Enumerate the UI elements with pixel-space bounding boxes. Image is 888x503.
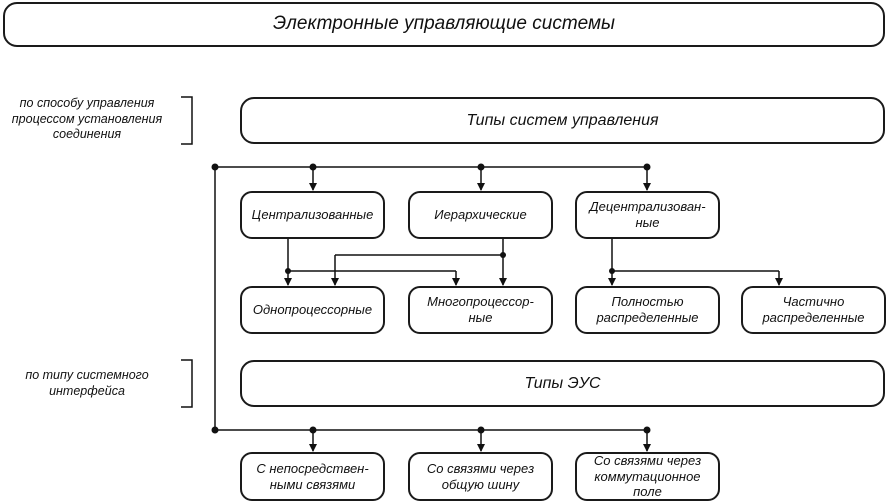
section-eus-types-label: Типы ЭУС	[524, 374, 601, 392]
node-partially-distributed-label: Частично распределенные	[762, 294, 865, 325]
node-fully-distributed-label: Полностью распределенные	[596, 294, 699, 325]
node-single-processor: Однопроцессорные	[240, 286, 385, 334]
node-common-bus: Со связями через общую шину	[408, 452, 553, 501]
node-switching-field: Со связями через коммутационное поле	[575, 452, 720, 501]
title-text: Электронные управляющие системы	[273, 13, 615, 35]
node-multi-processor: Многопроцессор- ные	[408, 286, 553, 334]
node-hierarchical-label: Иерархические	[434, 207, 527, 223]
bracket-control-method	[181, 96, 193, 145]
title-box: Электронные управляющие системы	[3, 2, 885, 47]
node-centralized: Централизованные	[240, 191, 385, 239]
node-direct-links-label: С непосредствен- ными связями	[256, 460, 369, 492]
section-control-types-label: Типы систем управления	[466, 111, 659, 129]
node-single-processor-label: Однопроцессорные	[252, 302, 373, 318]
node-decentralized-label: Децентрализован- ные	[589, 199, 706, 230]
node-common-bus-label: Со связями через общую шину	[426, 460, 535, 492]
node-partially-distributed: Частично распределенные	[741, 286, 886, 334]
side-label-control-method: по способу управления процессом установл…	[11, 96, 163, 142]
bracket-interface-type	[181, 359, 193, 408]
node-fully-distributed: Полностью распределенные	[575, 286, 720, 334]
section-eus-types: Типы ЭУС	[240, 360, 885, 407]
node-multi-processor-label: Многопроцессор- ные	[427, 294, 534, 325]
node-switching-field-label: Со связями через коммутационное поле	[593, 453, 702, 500]
node-hierarchical: Иерархические	[408, 191, 553, 239]
node-direct-links: С непосредствен- ными связями	[240, 452, 385, 501]
node-decentralized: Децентрализован- ные	[575, 191, 720, 239]
node-centralized-label: Централизованные	[251, 207, 374, 223]
side-label-interface-type: по типу системного интерфейса	[25, 368, 149, 398]
section-control-types: Типы систем управления	[240, 97, 885, 144]
